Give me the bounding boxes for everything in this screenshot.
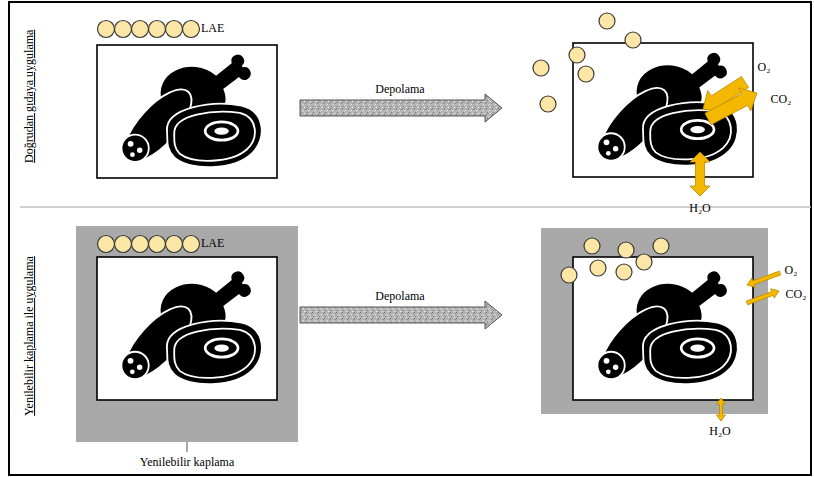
food-box <box>573 257 753 400</box>
lae-particle <box>166 236 183 253</box>
lae-particle <box>653 238 669 254</box>
gas-label: CO₂ <box>771 93 792 107</box>
lae-particle <box>590 260 606 276</box>
lae-particle <box>183 236 200 253</box>
gas-exchange-arrow <box>690 152 710 196</box>
meat-icon <box>589 271 738 390</box>
gas-label: O₂ <box>758 61 771 75</box>
meat-icon <box>113 54 262 172</box>
lae-particle <box>115 236 132 253</box>
label-holder: LAE <box>201 22 225 36</box>
gas-label: H₂O <box>709 425 731 439</box>
lae-particle <box>599 13 615 29</box>
label-holder: H₂O <box>709 425 731 439</box>
label-holder: CO₂ <box>771 93 792 107</box>
gas-label: CO₂ <box>786 288 807 302</box>
lae-particle <box>533 60 549 76</box>
lae-particle <box>132 236 149 253</box>
label-holder: Depolama <box>375 83 425 97</box>
lae-particle <box>132 21 149 38</box>
leader-line <box>186 442 188 452</box>
label-holder: O₂ <box>785 264 798 278</box>
lae-particle <box>584 238 600 254</box>
gas-exchange-arrow <box>746 289 779 305</box>
label-holder: H₂O <box>689 202 711 216</box>
lae-particle <box>616 264 632 280</box>
lae-particle <box>618 242 634 258</box>
food-box <box>97 257 277 400</box>
lae-particle <box>540 96 556 112</box>
lae-particle <box>636 254 652 270</box>
label-holder: LAE <box>201 237 225 251</box>
row-title: Doğrudan gıdaya uygulama <box>23 29 37 163</box>
edible-coating <box>541 228 768 414</box>
gas-exchange-arrow <box>747 271 781 287</box>
label-holder: Depolama <box>375 290 425 304</box>
label-holder: Yenilebilir kaplama <box>140 456 235 470</box>
lae-particle <box>166 21 183 38</box>
coating-label: Yenilebilir kaplama <box>140 456 235 470</box>
lae-label: LAE <box>201 237 225 251</box>
gas-exchange-arrow <box>717 398 726 421</box>
label-holder: Doğrudan gıdaya uygulama <box>23 29 37 163</box>
label-holder: CO₂ <box>786 288 807 302</box>
gas-label: O₂ <box>785 264 798 278</box>
lae-label: LAE <box>201 22 225 36</box>
lae-particle <box>561 267 577 283</box>
lae-particle <box>149 21 166 38</box>
meat-icon <box>113 271 262 390</box>
lae-particle <box>578 66 594 82</box>
edible-coating <box>76 226 298 442</box>
storage-label: Depolama <box>375 290 425 304</box>
gas-exchange-arrow <box>705 88 757 125</box>
lae-particle <box>98 21 115 38</box>
lae-particle <box>569 47 585 63</box>
label-holder: O₂ <box>758 61 771 75</box>
lae-particle <box>98 236 115 253</box>
storage-arrow <box>300 94 502 122</box>
label-holder: Yenilebilir kaplama ile uygulama <box>23 256 37 416</box>
outer-frame <box>9 2 811 475</box>
food-box <box>97 45 277 178</box>
lae-particle <box>115 21 132 38</box>
storage-label: Depolama <box>375 83 425 97</box>
storage-arrow <box>300 301 502 329</box>
gas-label: H₂O <box>689 202 711 216</box>
row-title: Yenilebilir kaplama ile uygulama <box>23 256 37 416</box>
lae-particle <box>625 32 641 48</box>
lae-particle <box>149 236 166 253</box>
lae-particle <box>183 21 200 38</box>
